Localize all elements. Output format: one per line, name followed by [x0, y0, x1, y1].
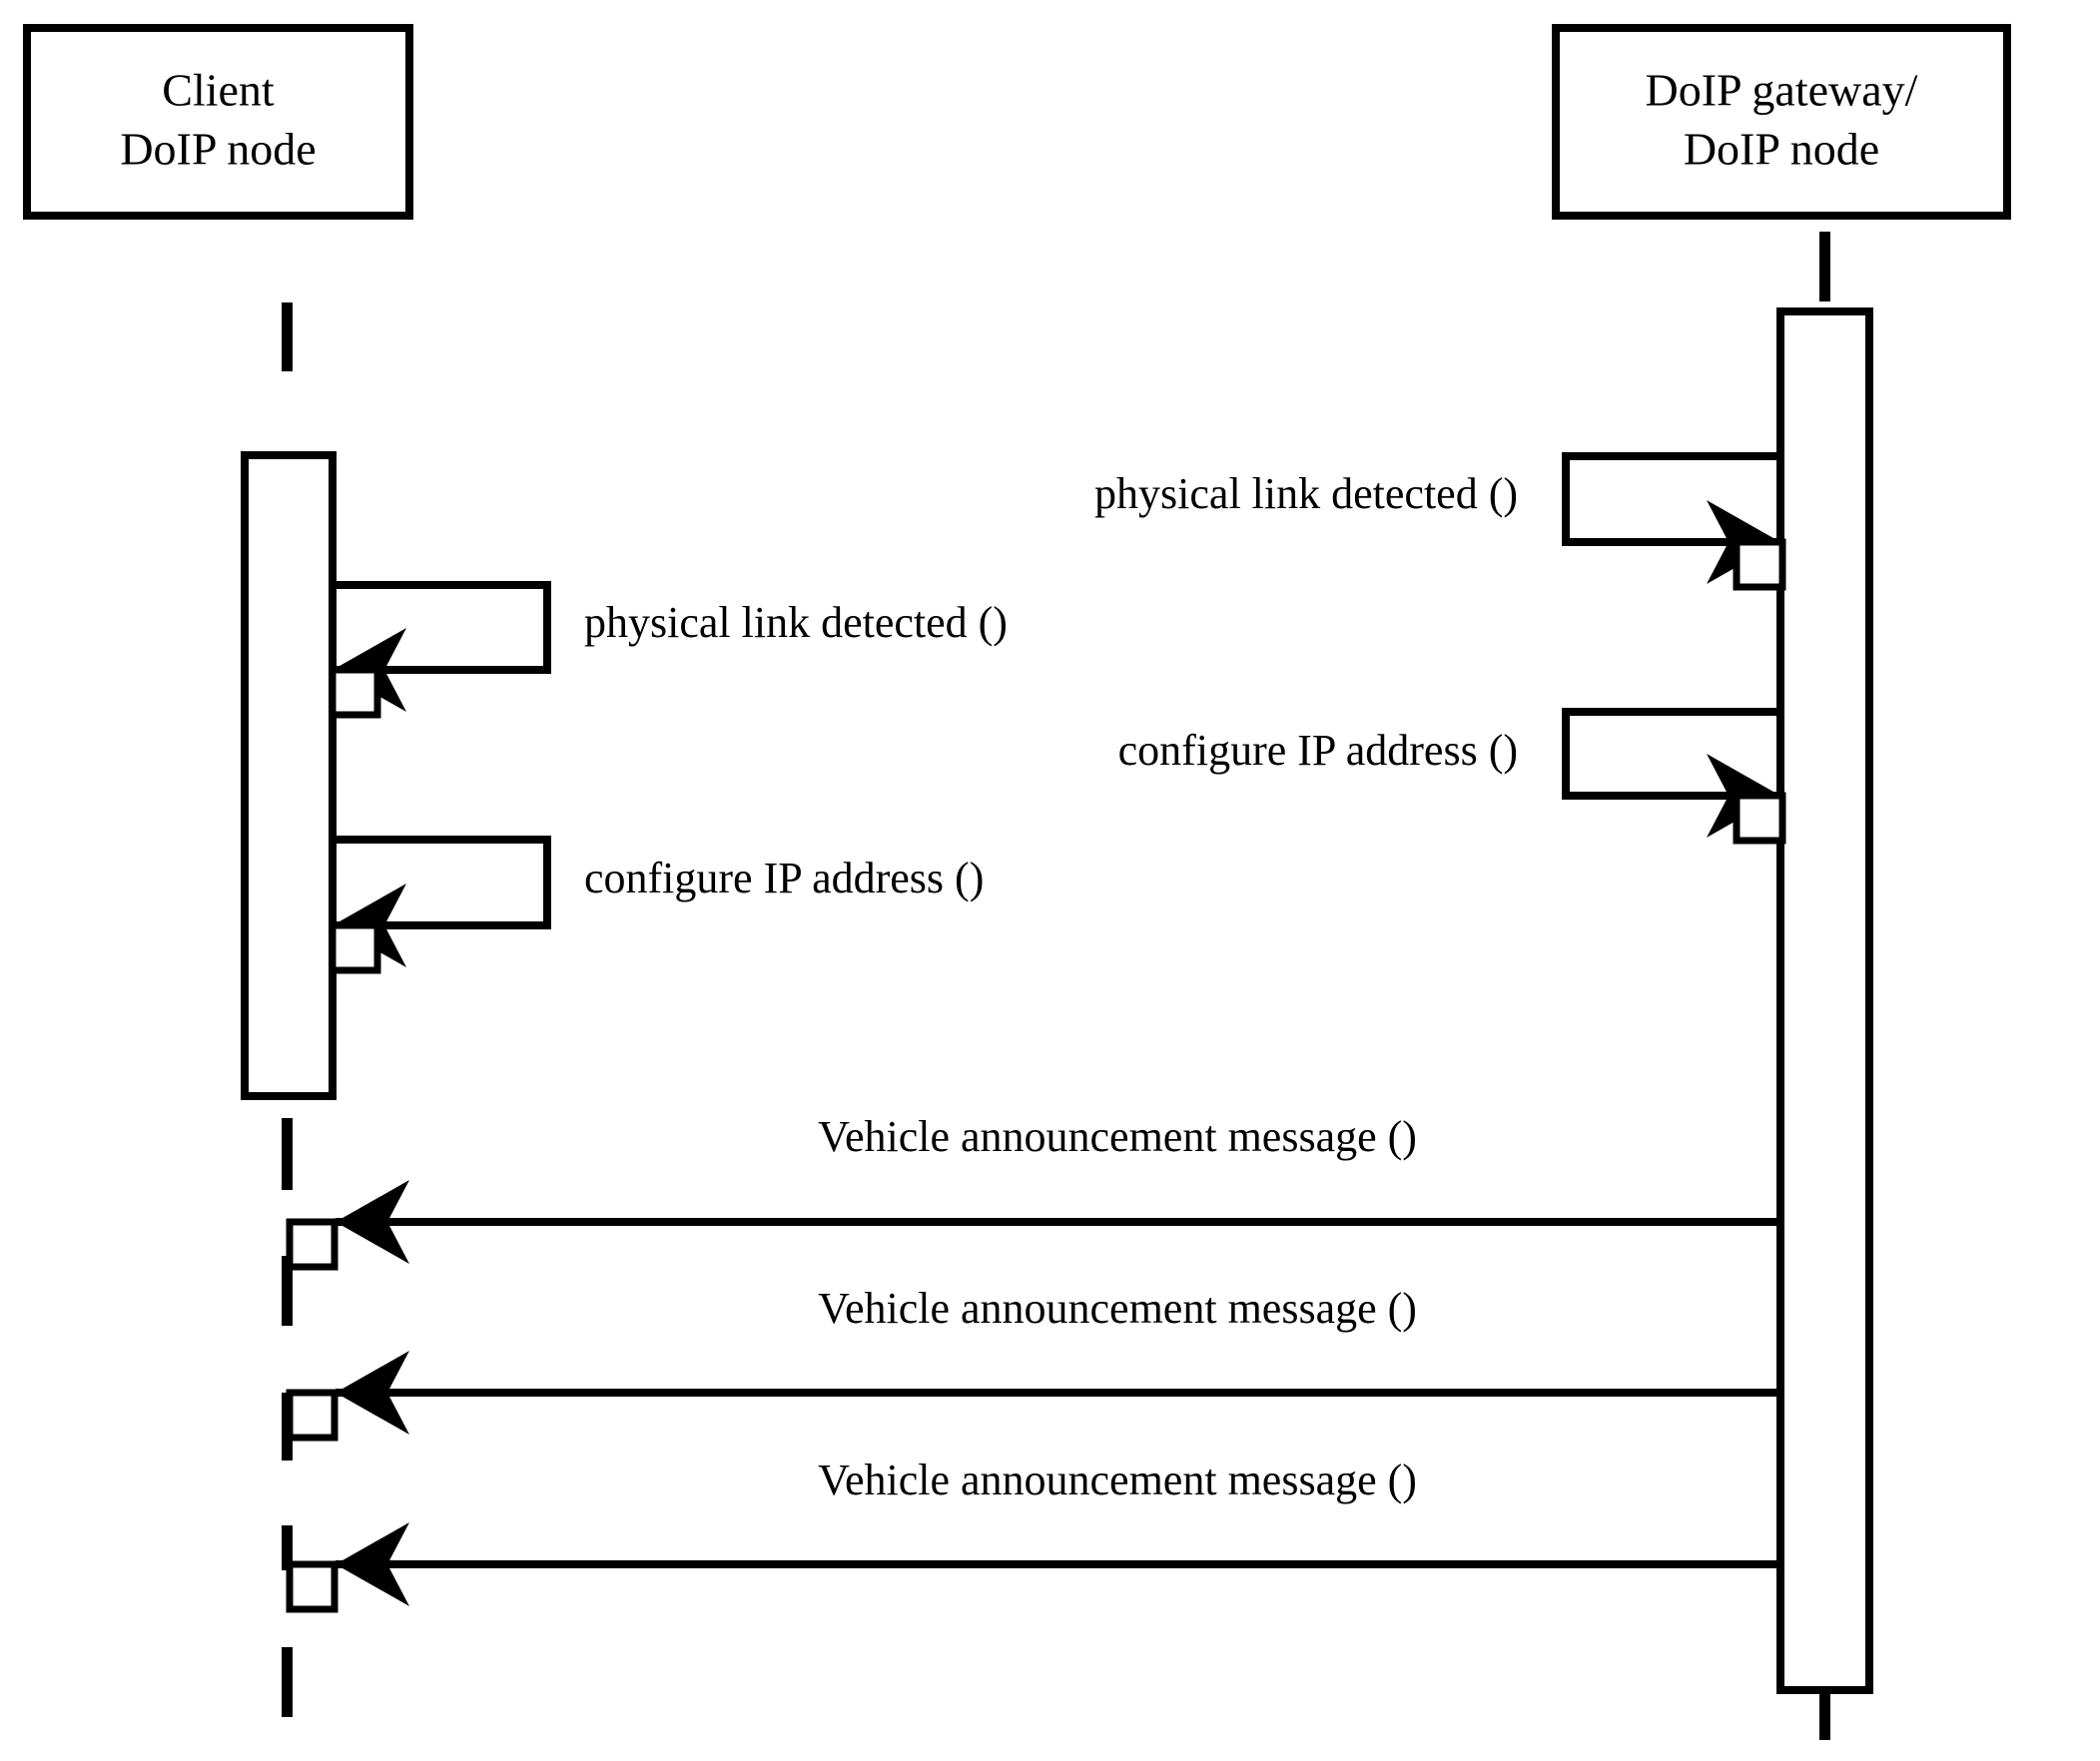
activation-bar-gateway: [1776, 307, 1873, 1694]
self-message-path-m2: [333, 581, 551, 674]
nested-activation-m4: [329, 921, 381, 974]
nested-activation-m1: [1733, 538, 1786, 591]
lifeline-stub-client-4: [282, 1525, 293, 1570]
message-label-m3: configure IP address (): [1118, 726, 1518, 775]
arrow-head-m6: [336, 1351, 409, 1435]
lifeline-stub-client-1: [282, 1118, 293, 1190]
arrow-head-m5: [336, 1180, 409, 1264]
participant-label-gateway-line1: DoIP gateway/: [1646, 65, 1918, 116]
message-labels-group: physical link detected () physical link d…: [584, 469, 1518, 1504]
lifeline-stub-client-2: [282, 1256, 293, 1326]
activation-bars-group: [241, 307, 1873, 1694]
participant-box-gateway: [1552, 24, 2011, 220]
lifeline-stub-client-0: [282, 302, 293, 371]
participant-label-client-line2: DoIP node: [120, 124, 316, 175]
nested-activation-m2: [329, 666, 381, 719]
message-label-m5: Vehicle announcement message (): [818, 1112, 1417, 1161]
nested-activation-m3: [1733, 792, 1786, 845]
lifeline-stub-client-5: [282, 1647, 293, 1717]
message-label-m4: configure IP address (): [584, 854, 984, 902]
messages-group: [286, 452, 1786, 1613]
participant-box-client: [23, 24, 413, 220]
participant-boxes-group: [23, 24, 2011, 220]
message-label-m1: physical link detected (): [1094, 469, 1518, 518]
nested-activation-m5: [286, 1218, 339, 1271]
message-label-m7: Vehicle announcement message (): [818, 1456, 1417, 1504]
self-message-path-m1: [1562, 452, 1780, 546]
arrow-head-m7: [336, 1522, 409, 1606]
participant-label-gateway-line2: DoIP node: [1684, 124, 1879, 175]
lifeline-stub-gateway-6: [1819, 232, 1830, 301]
lifeline-stub-gateway-7: [1819, 1690, 1830, 1740]
nested-activation-m6: [286, 1389, 339, 1442]
nested-activation-m7: [286, 1560, 339, 1613]
message-label-m6: Vehicle announcement message (): [818, 1284, 1417, 1333]
participant-label-client-line1: Client: [162, 65, 275, 116]
message-label-m2: physical link detected (): [584, 598, 1008, 647]
activation-bar-client: [241, 451, 337, 1100]
self-message-path-m3: [1562, 708, 1780, 800]
self-message-path-m4: [333, 836, 551, 929]
